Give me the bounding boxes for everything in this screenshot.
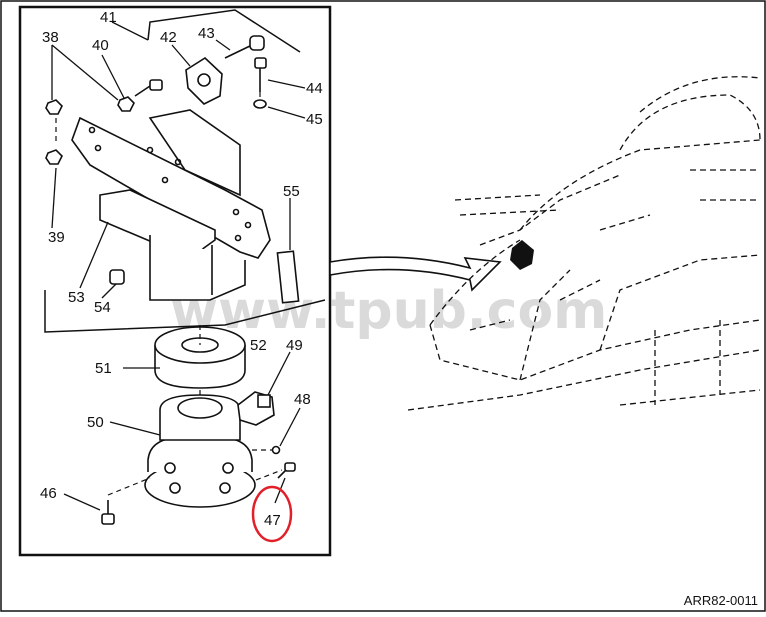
bolt-54 <box>109 269 125 285</box>
fitting-42 <box>185 56 223 105</box>
callout-54: 54 <box>94 299 111 316</box>
screw-46 <box>101 500 115 525</box>
callout-48: 48 <box>294 391 311 408</box>
callout-45: 45 <box>306 111 323 128</box>
location-arrow <box>329 256 502 292</box>
helicopter-outline <box>407 76 761 411</box>
callout-41: 41 <box>100 9 117 26</box>
group-bracket-52 <box>44 290 326 333</box>
callout-43: 43 <box>198 25 215 42</box>
callout-52: 52 <box>250 337 267 354</box>
screw-48 <box>271 445 281 455</box>
callout-40: 40 <box>92 37 109 54</box>
callout-38: 38 <box>42 29 59 46</box>
bracket-53 <box>99 109 246 301</box>
callout-46: 46 <box>40 485 57 502</box>
assembly-lines <box>55 92 283 496</box>
connector-49 <box>237 391 275 426</box>
nut-38 <box>45 99 63 115</box>
callout-51: 51 <box>95 360 112 377</box>
callout-47: 47 <box>264 512 281 529</box>
housing-50 <box>144 394 256 508</box>
callout-50: 50 <box>87 414 104 431</box>
watermark-text: www.tpub.com <box>170 281 607 341</box>
callout-44: 44 <box>306 80 323 97</box>
callout-42: 42 <box>160 29 177 46</box>
bolt-44 <box>253 57 267 109</box>
group-bracket-41 <box>147 9 301 53</box>
pad-55 <box>276 250 300 304</box>
highlight-circle-47 <box>251 485 293 543</box>
leader-lines <box>51 21 306 511</box>
part-location-marker <box>510 240 534 270</box>
nut-40a <box>117 96 135 112</box>
bolt-40 <box>134 79 163 97</box>
bolt-43 <box>224 35 265 59</box>
callout-39: 39 <box>48 229 65 246</box>
callout-49: 49 <box>286 337 303 354</box>
inset-frame <box>18 5 332 557</box>
screw-47 <box>277 462 296 479</box>
mounting-plate <box>71 116 271 259</box>
callout-53: 53 <box>68 289 85 306</box>
callout-55: 55 <box>283 183 300 200</box>
figure-reference: ARR82-0011 <box>683 593 758 608</box>
nut-39 <box>45 149 63 165</box>
